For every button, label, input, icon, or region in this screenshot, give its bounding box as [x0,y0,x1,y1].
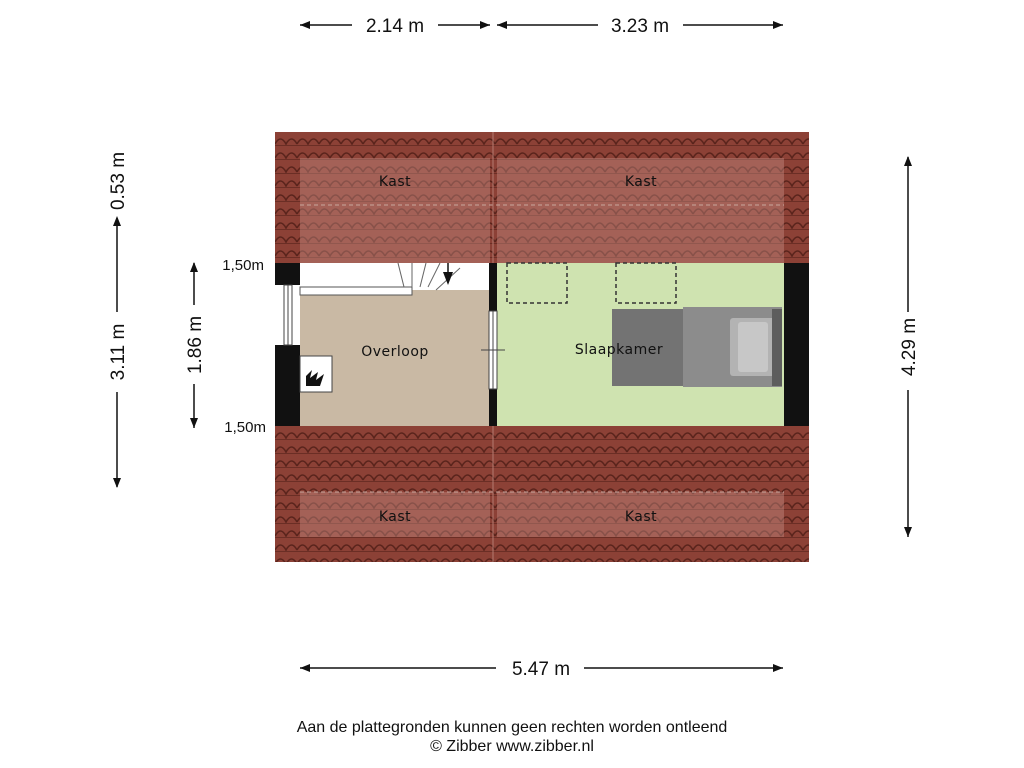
dimension-label: 1.86 m [185,316,206,374]
dimension-label: 0.53 m [108,152,129,210]
staircase [299,262,461,296]
height-marker-bottom: 1,50m [224,419,266,436]
room-label-slaapkamer: Slaapkamer [575,342,663,358]
walls [275,263,809,426]
roof-window [615,262,677,304]
dimension-bottom: 5.47 m [300,659,783,680]
dimension-label: 5.47 m [512,659,570,680]
dimension-right: 4.29 m [899,156,920,537]
room-label-kast: Kast [379,174,411,190]
doorway [481,310,505,390]
roof-window [506,262,568,304]
room-label-kast: Kast [625,509,657,525]
height-marker-top: 1,50m [222,257,264,274]
dimension-left-top: 0.53 m [108,152,129,226]
boiler-unit [299,355,333,393]
room-label-overloop: Overloop [361,344,429,360]
window-left [283,284,293,346]
footer-copyright: © Zibber www.zibber.nl [430,738,594,755]
dimension-label: 2.14 m [366,16,424,37]
dimension-left-inner: 1.86 m [185,262,206,428]
dimension-label: 3.11 m [108,324,129,381]
dimension-label: 4.29 m [899,318,920,376]
dimension-top-left: 2.14 m [300,16,490,37]
dimension-top-right: 3.23 m [497,16,783,37]
room-label-kast: Kast [379,509,411,525]
dimension-label: 3.23 m [611,16,669,37]
room-label-kast: Kast [625,174,657,190]
roof-bottom [275,426,809,562]
dimension-left-main: 3.11 m [108,226,129,488]
roof-top [275,132,809,263]
bed [612,307,782,387]
footer-disclaimer: Aan de plattegronden kunnen geen rechten… [296,719,728,736]
